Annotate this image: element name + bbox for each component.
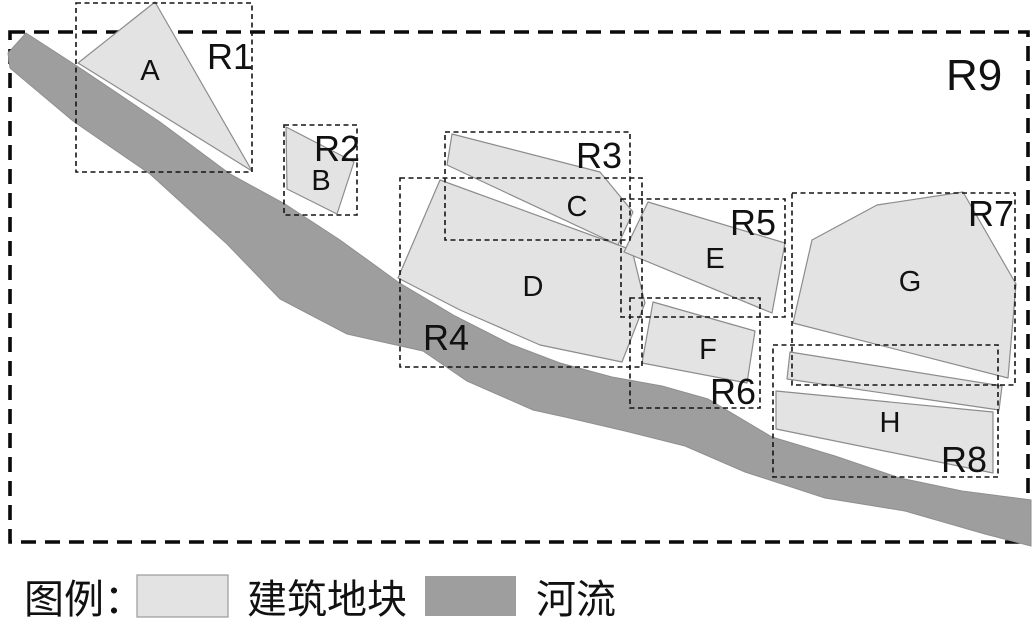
block-h-label: H [880, 407, 901, 439]
region-box-r5 [620, 198, 786, 318]
block-c-label: C [567, 191, 588, 223]
river-shape [7, 32, 1032, 547]
region-label-r1: R1 [207, 36, 253, 77]
block-e-shape [623, 201, 786, 314]
block-f-shape [641, 301, 756, 384]
block-b-shape [285, 126, 355, 215]
region-box-r7 [791, 192, 1016, 386]
block-h-shape [775, 390, 994, 474]
block-e-label: E [705, 243, 724, 275]
region-box-r4 [399, 177, 643, 368]
block-b-label: B [311, 165, 330, 197]
region-label-r7: R7 [968, 193, 1014, 234]
region-box-r1 [75, 2, 253, 173]
region-label-r6: R6 [710, 371, 756, 412]
legend-building-label: 建筑地块 [247, 578, 407, 622]
region-box-r9 [8, 30, 1030, 544]
legend-title: 图例： [24, 578, 144, 622]
legend-river-label: 河流 [536, 578, 616, 622]
block-g-lower-strip-shape [786, 351, 1003, 411]
block-g-label: G [899, 266, 922, 298]
block-d-label: D [523, 271, 544, 303]
region-label-r4: R4 [423, 317, 469, 358]
region-box-r8 [772, 344, 999, 478]
block-f-label: F [699, 334, 717, 366]
block-c-shape [446, 133, 634, 246]
region-box-r6 [629, 297, 761, 409]
legend-building-swatch [136, 574, 229, 618]
block-g-shape [792, 191, 1017, 379]
region-box-r3 [444, 131, 631, 241]
region-label-r2: R2 [314, 128, 360, 169]
region-box-r2 [283, 124, 358, 216]
block-a-label: A [140, 55, 160, 87]
region-label-r5: R5 [730, 202, 776, 243]
region-label-r9: R9 [946, 51, 1002, 100]
block-d-shape [397, 179, 646, 363]
region-label-r8: R8 [941, 439, 987, 480]
legend-river-swatch [425, 576, 516, 616]
block-a-shape [77, 1, 253, 172]
legend: 图例： 建筑地块 河流 [24, 574, 616, 622]
region-label-r3: R3 [576, 135, 622, 176]
